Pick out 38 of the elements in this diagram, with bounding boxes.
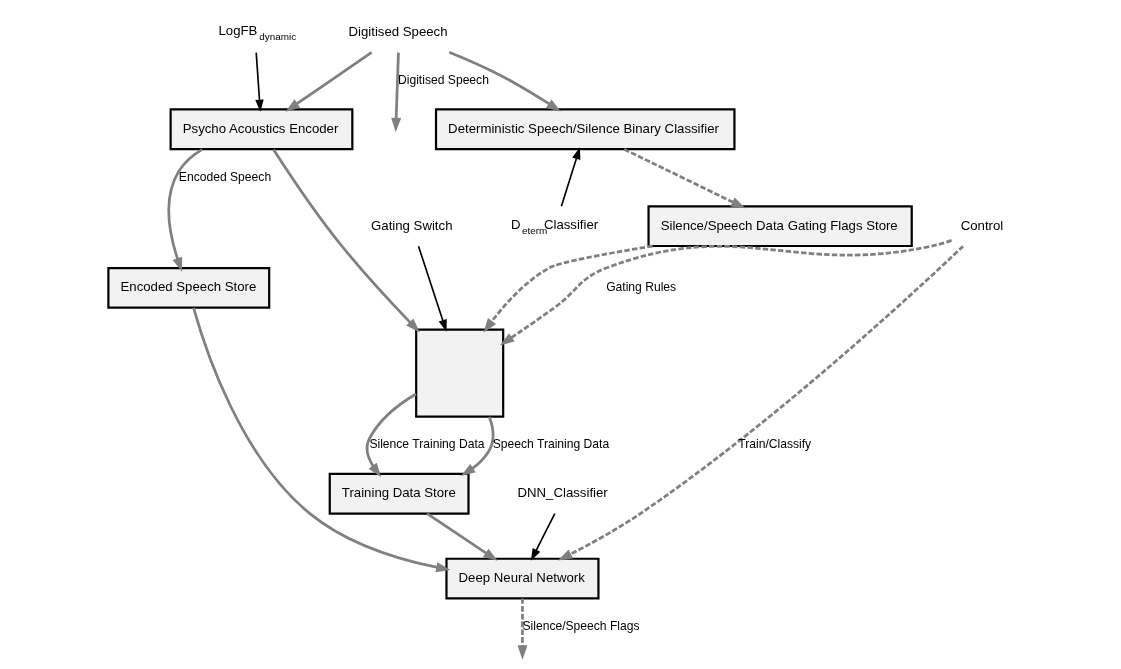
arrow <box>448 50 561 112</box>
node-text: Gating Switch <box>370 217 453 233</box>
edge-label: Encoded Speech <box>178 169 271 184</box>
arrow <box>167 148 203 272</box>
arrow <box>425 512 498 561</box>
node-text: LogFB$_{dynamic}$ <box>218 22 296 43</box>
edge-label: Speech Training Data <box>492 437 609 452</box>
edge-label: Silence Training Data <box>368 437 484 452</box>
node-text: D$_{eterm}$Classifier <box>510 216 598 236</box>
edge-label: Silence/Speech Flags <box>521 619 640 634</box>
arrow <box>482 244 653 333</box>
edge-label: Gating Rules <box>605 279 676 294</box>
arrow <box>557 245 964 561</box>
node-box: Encoded Speech Store <box>106 266 270 309</box>
node-text: Digitised Speech <box>347 23 448 39</box>
arrow <box>417 245 447 332</box>
arrow <box>254 51 264 112</box>
arrow <box>499 239 952 346</box>
arrow <box>460 416 494 477</box>
node-box <box>414 328 504 418</box>
arrow <box>285 51 372 112</box>
node-text: DNN_Classifier <box>517 485 608 501</box>
arrow <box>271 148 420 333</box>
node-box: Deterministic Speech/Silence Binary Classifier <box>434 108 736 151</box>
arrow <box>365 392 417 478</box>
node-text: Control <box>960 217 1003 233</box>
node-box: Psycho Acoustics Encoder <box>169 108 353 151</box>
arrow <box>390 52 401 133</box>
arrow <box>623 148 745 209</box>
node-box: Silence/Speech Data Gating Flags Store <box>646 205 913 248</box>
arrow <box>516 598 527 660</box>
edge-label: Digitised Speech <box>397 72 489 87</box>
arrow <box>530 512 556 561</box>
node-box: Training Data Store <box>328 472 470 515</box>
arrow <box>191 307 450 573</box>
arrow <box>560 147 580 208</box>
node-box: Deep Neural Network <box>444 557 600 600</box>
edge-label: Train/Classify <box>737 437 811 452</box>
